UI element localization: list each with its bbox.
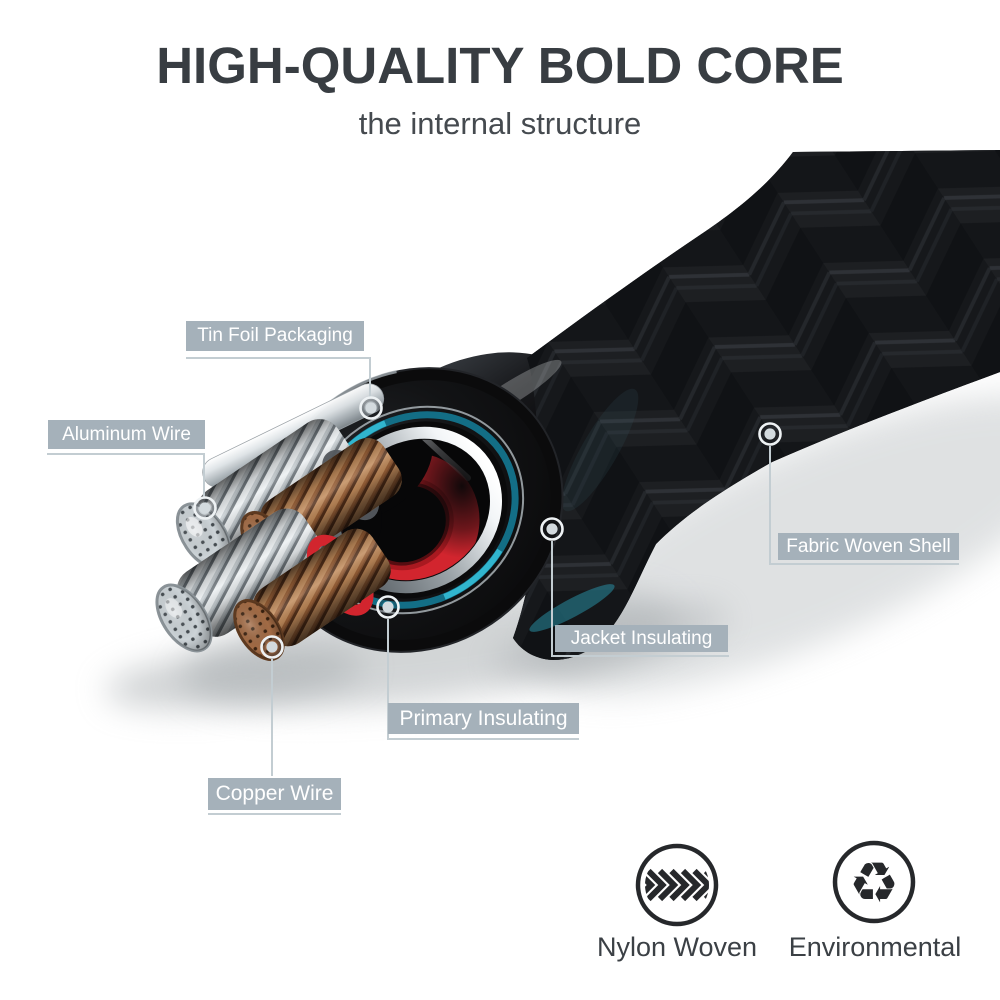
- label-jacket-insulating: Jacket Insulating: [555, 625, 728, 652]
- callout-line-aluminum: [47, 453, 205, 497]
- callout-line-copper: [208, 659, 341, 815]
- callout-line-jacket: [551, 541, 729, 657]
- callout-dot-primary: [376, 595, 400, 619]
- label-copper-wire: Copper Wire: [208, 778, 341, 810]
- callout-dot-tin-foil: [359, 396, 383, 420]
- label-fabric-woven-shell: Fabric Woven Shell: [778, 533, 959, 560]
- callout-dot-aluminum: [193, 496, 217, 520]
- feature-label-environmental: Environmental: [788, 932, 962, 962]
- feature-label-nylon-woven: Nylon Woven: [596, 932, 758, 962]
- callout-line-fabric: [769, 446, 959, 565]
- callout-line-tin-foil: [186, 357, 371, 399]
- recycle-icon: ♻: [832, 840, 916, 924]
- callout-dot-jacket: [540, 517, 564, 541]
- callout-dot-fabric: [758, 422, 782, 446]
- label-aluminum-wire: Aluminum Wire: [48, 420, 205, 449]
- recycle-symbol: ♻: [849, 851, 899, 916]
- label-primary-insulating: Primary Insulating: [388, 703, 579, 734]
- fabric-woven-shell-body: [513, 150, 1000, 660]
- aluminum-wire-lower: [155, 508, 326, 653]
- copper-wire-lower: [233, 528, 391, 661]
- callout-dots: [193, 396, 782, 659]
- callout-line-primary: [387, 619, 579, 740]
- callout-lines: [47, 357, 959, 815]
- page-title: HIGH-QUALITY BOLD CORE: [156, 37, 844, 94]
- woven-pattern-icon: [635, 843, 719, 927]
- callout-dot-copper: [260, 635, 284, 659]
- label-tin-foil-packaging: Tin Foil Packaging: [186, 321, 364, 351]
- page-subtitle: the internal structure: [358, 106, 642, 141]
